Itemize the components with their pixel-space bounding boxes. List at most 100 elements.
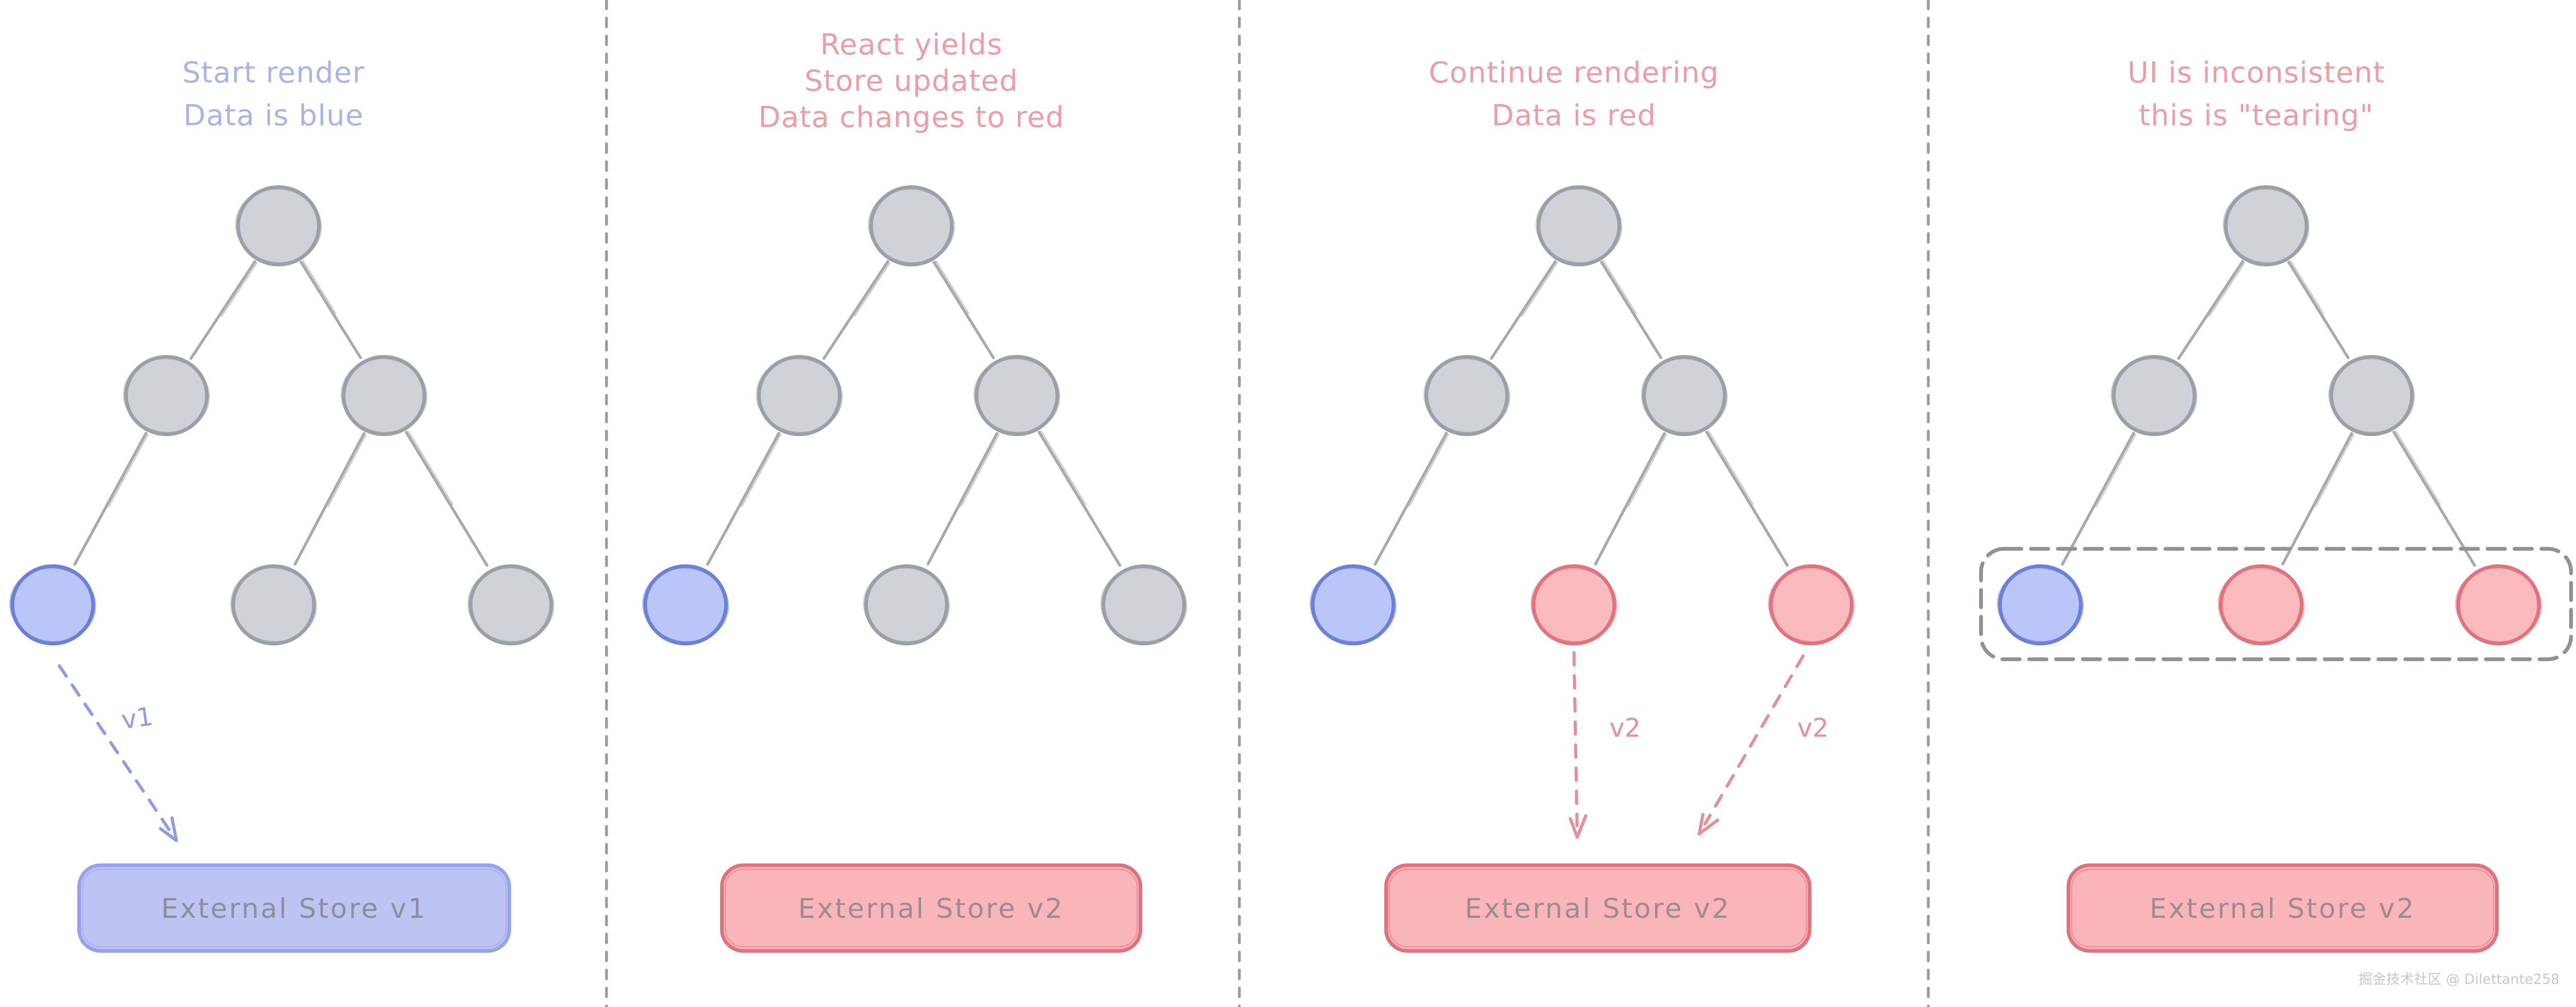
tree-node-ghost	[1641, 357, 1728, 434]
tree-node-ghost	[467, 566, 555, 643]
panel-title-line: UI is inconsistent	[2128, 56, 2385, 90]
panel-title-line: React yields	[820, 28, 1002, 62]
tree-edge	[706, 431, 780, 566]
arrowhead	[1568, 817, 1579, 839]
tree-node-gray	[2223, 185, 2309, 266]
tree-node-ghost	[2111, 357, 2198, 434]
arrow-label: v2	[1797, 713, 1829, 743]
tree-edge	[1374, 431, 1448, 566]
tree-node-blue	[10, 564, 95, 646]
tree-edge-ghost	[221, 262, 258, 317]
arrowhead	[159, 827, 178, 842]
panel-title-line: this is "tearing"	[2139, 99, 2374, 132]
tree-edge	[1705, 430, 1789, 567]
tree-node-ghost	[235, 188, 322, 264]
tree-node-blue	[643, 564, 728, 646]
tree-node-gray	[757, 355, 842, 437]
tree-edge-ghost	[854, 262, 891, 317]
tree-node-ghost	[1997, 566, 2084, 643]
arrowhead	[170, 816, 178, 842]
tree-node-ghost	[756, 357, 843, 434]
tree-edge-ghost	[327, 433, 367, 507]
tree-node-gray	[342, 355, 426, 437]
tree-node-ghost	[642, 566, 729, 643]
tree-edge-ghost	[2096, 433, 2137, 508]
tree-node-gray	[2112, 355, 2197, 437]
tree-node-ghost	[2455, 566, 2542, 643]
tree-node-ghost	[1100, 566, 1187, 643]
tree-edge-ghost	[2315, 433, 2355, 507]
tree-node-ghost	[2218, 566, 2305, 643]
tree-node-gray	[1425, 355, 1509, 437]
store-box-ghost	[724, 868, 1138, 948]
arrowhead	[1697, 818, 1719, 836]
tree-edge-ghost	[1521, 262, 1558, 317]
store-label: External Store v2	[2150, 893, 2416, 925]
tree-edge-ghost	[1040, 430, 1086, 505]
panel-title-line: Data changes to red	[758, 100, 1064, 134]
tree-edge-ghost	[1708, 430, 1754, 505]
tree-node-red	[1769, 564, 1854, 646]
watermark: 掘金技术社区 @ Dilettante258	[2358, 971, 2560, 987]
tree-node-ghost	[973, 357, 1061, 434]
tree-node-gray	[469, 564, 554, 646]
tree-node-gray	[975, 355, 1059, 437]
tree-edge	[73, 431, 147, 566]
tree-edge	[822, 260, 890, 360]
tree-edge-ghost	[935, 260, 969, 314]
store-box-ghost	[1389, 868, 1808, 948]
tree-node-ghost	[1535, 188, 1622, 264]
arrowhead	[1697, 813, 1705, 836]
tree-edge	[2281, 432, 2353, 566]
panel-title-line: Data is red	[1492, 99, 1657, 132]
tree-edge	[189, 260, 257, 360]
tree-edge	[932, 261, 995, 359]
tree-node-ghost	[1423, 357, 1511, 434]
tree-node-gray	[864, 564, 949, 646]
tree-node-red	[2456, 564, 2541, 646]
store-box	[2066, 863, 2499, 953]
tree-edge-ghost	[2290, 260, 2324, 314]
v2-arrow	[1572, 651, 1579, 828]
tree-edge-ghost	[2209, 262, 2246, 317]
panel-title-line: Data is blue	[183, 99, 364, 132]
tree-node-ghost	[1768, 566, 1855, 643]
tree-edge	[2177, 260, 2244, 360]
tree-node-blue	[1998, 564, 2083, 646]
tree-node-gray	[124, 355, 209, 437]
tree-node-gray	[1642, 355, 1727, 437]
tree-edge-ghost	[302, 260, 337, 314]
store-label: External Store v2	[1465, 893, 1731, 925]
tree-edge-ghost	[108, 433, 149, 508]
tree-node-ghost	[868, 188, 955, 264]
panel-title-line: Store updated	[805, 64, 1018, 98]
tree-node-ghost	[123, 357, 210, 434]
tree-node-gray	[231, 564, 316, 646]
tree-edge	[1594, 432, 1666, 566]
tree-edge	[293, 432, 365, 566]
tree-node-ghost	[2222, 188, 2310, 264]
watermark-emboss: 掘金技术社区 @ Dilettante258	[2361, 974, 2562, 989]
v2-arrow	[1703, 654, 1805, 826]
tree-edge-ghost	[407, 430, 454, 505]
tree-edge	[926, 432, 998, 566]
tree-node-gray	[1101, 564, 1186, 646]
tree-edge	[2287, 261, 2350, 359]
tree-edge-ghost	[960, 433, 1000, 507]
tree-edge-ghost	[1628, 433, 1667, 507]
tree-node-blue	[1311, 564, 1396, 646]
tree-edge-ghost	[741, 433, 782, 508]
tree-node-ghost	[863, 566, 950, 643]
tree-edge-ghost	[2395, 430, 2441, 505]
arrow-label: v1	[120, 701, 155, 735]
tree-node-ghost	[2328, 357, 2415, 434]
panel-title-line: Continue rendering	[1429, 56, 1719, 90]
tree-node-gray	[2329, 355, 2414, 437]
arrowhead	[1576, 814, 1587, 839]
tearing-outline	[1979, 547, 2573, 661]
tree-edge	[405, 430, 489, 567]
tree-node-red	[1531, 564, 1616, 646]
tree-node-ghost	[340, 357, 428, 434]
